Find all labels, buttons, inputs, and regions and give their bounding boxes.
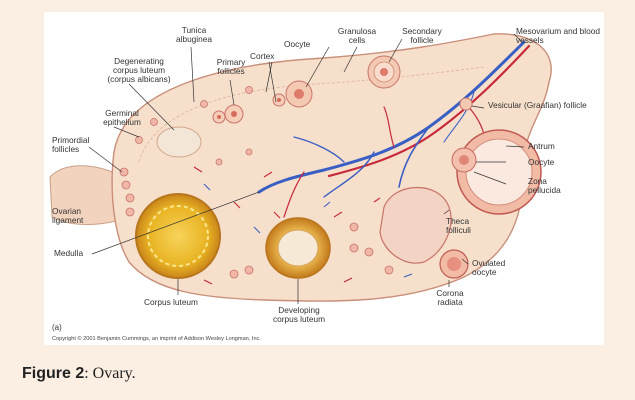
- label-degenerating-corpus-luteum: Degenerating corpus luteum (corpus albic…: [104, 57, 174, 84]
- label-zona-pellucida: Zona pellucida: [528, 177, 568, 195]
- label-developing-corpus-luteum: Developing corpus luteum: [266, 306, 332, 324]
- corpus-albicans: [157, 127, 201, 157]
- label-primordial-follicles: Primordial follicles: [52, 136, 97, 154]
- panel-letter: (a): [52, 323, 62, 332]
- label-corpus-luteum: Corpus luteum: [144, 298, 198, 307]
- label-theca-folliculi: Theca folliculi: [446, 217, 486, 235]
- label-primary-follicles: Primary follicles: [212, 58, 250, 76]
- label-oocyte-top: Oocyte: [284, 40, 310, 49]
- caption-label: Figure 2: [22, 365, 84, 382]
- label-corona-radiata: Corona radiata: [430, 289, 470, 307]
- caption-text: : Ovary.: [84, 365, 135, 382]
- label-antrum: Antrum: [528, 142, 555, 151]
- ovary-figure: Tunica albuginea Oocyte Granulosa cells …: [44, 12, 604, 345]
- label-medulla: Medulla: [54, 249, 83, 258]
- figure-caption: Figure 2: Ovary.: [22, 365, 136, 383]
- label-granulosa-cells: Granulosa cells: [337, 27, 377, 45]
- label-cortex: Cortex: [250, 52, 274, 61]
- label-vesicular-follicle: Vesicular (Graafian) follicle: [488, 101, 588, 110]
- label-secondary-follicle: Secondary follicle: [399, 27, 445, 45]
- small-vesicular-follicle: [460, 98, 472, 110]
- label-tunica-albuginea: Tunica albuginea: [172, 26, 216, 44]
- copyright-notice: Copyright © 2001 Benjamin Cummings, an i…: [52, 336, 261, 342]
- label-mesovarium: Mesovarium and blood vessels: [516, 27, 600, 45]
- label-germinal-epithelium: Germinal epithelium: [98, 109, 146, 127]
- label-ovulated-oocyte: Ovulated oocyte: [472, 259, 512, 277]
- label-ovarian-ligament: Ovarian ligament: [52, 207, 92, 225]
- label-oocyte-right: Oocyte: [528, 158, 554, 167]
